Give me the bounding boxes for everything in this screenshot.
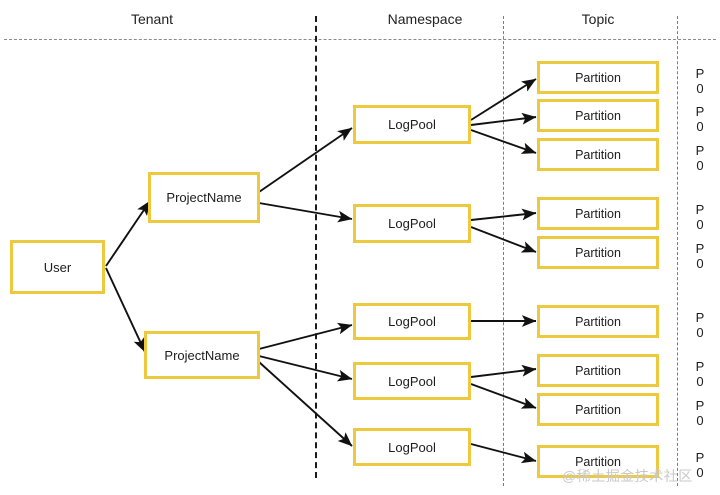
partition-tag-line1: P: [695, 66, 705, 81]
partition-tag-line1: P: [695, 104, 705, 119]
partition-tag-9: P 0: [691, 450, 709, 480]
partition-tag-8: P 0: [691, 398, 709, 428]
node-logpool-5[interactable]: LogPool: [353, 428, 471, 466]
node-partition-6[interactable]: Partition: [537, 305, 659, 338]
partition-tag-line1: P: [695, 398, 705, 413]
watermark: @稀土掘金技术社区: [562, 468, 693, 484]
partition-tag-line2: 0: [696, 158, 704, 173]
partition-tag-line1: P: [695, 359, 705, 374]
node-partition-8[interactable]: Partition: [537, 393, 659, 426]
partition-tag-line1: P: [695, 143, 705, 158]
node-logpool-3[interactable]: LogPool: [353, 303, 471, 340]
partition-tag-2: P 0: [691, 104, 709, 134]
node-partition-7[interactable]: Partition: [537, 354, 659, 387]
partition-tag-7: P 0: [691, 359, 709, 389]
node-partition-4[interactable]: Partition: [537, 197, 659, 230]
header-divider-line: [4, 39, 716, 40]
partition-tag-6: P 0: [691, 310, 709, 340]
partition-tag-1: P 0: [691, 66, 709, 96]
partition-tag-line2: 0: [696, 217, 704, 232]
partition-tag-4: P 0: [691, 202, 709, 232]
node-partition-3[interactable]: Partition: [537, 138, 659, 171]
node-partition-5[interactable]: Partition: [537, 236, 659, 269]
partition-tag-line2: 0: [696, 465, 704, 480]
partition-tag-line2: 0: [696, 119, 704, 134]
node-partition-2[interactable]: Partition: [537, 99, 659, 132]
divider-topic-right: [677, 16, 678, 486]
partition-tag-line2: 0: [696, 374, 704, 389]
node-partition-9[interactable]: Partition: [537, 445, 659, 478]
node-project-bottom[interactable]: ProjectName: [144, 331, 260, 379]
partition-tag-3: P 0: [691, 143, 709, 173]
divider-namespace-topic: [503, 16, 504, 486]
node-project-top[interactable]: ProjectName: [148, 172, 260, 223]
partition-tag-line1: P: [695, 202, 705, 217]
partition-tag-line1: P: [695, 241, 705, 256]
column-title-tenant: Tenant: [130, 11, 174, 27]
node-logpool-2[interactable]: LogPool: [353, 204, 471, 243]
column-title-namespace: Namespace: [387, 11, 463, 27]
node-logpool-1[interactable]: LogPool: [353, 105, 471, 144]
node-user[interactable]: User: [10, 240, 105, 294]
node-logpool-4[interactable]: LogPool: [353, 362, 471, 400]
partition-tag-line2: 0: [696, 325, 704, 340]
divider-tenant-namespace: [315, 16, 317, 478]
node-partition-1[interactable]: Partition: [537, 61, 659, 94]
partition-tag-line1: P: [695, 310, 705, 325]
partition-tag-line2: 0: [696, 413, 704, 428]
column-title-topic: Topic: [581, 11, 615, 27]
partition-tag-line2: 0: [696, 81, 704, 96]
partition-tag-5: P 0: [691, 241, 709, 271]
partition-tag-line2: 0: [696, 256, 704, 271]
partition-tag-line1: P: [695, 450, 705, 465]
